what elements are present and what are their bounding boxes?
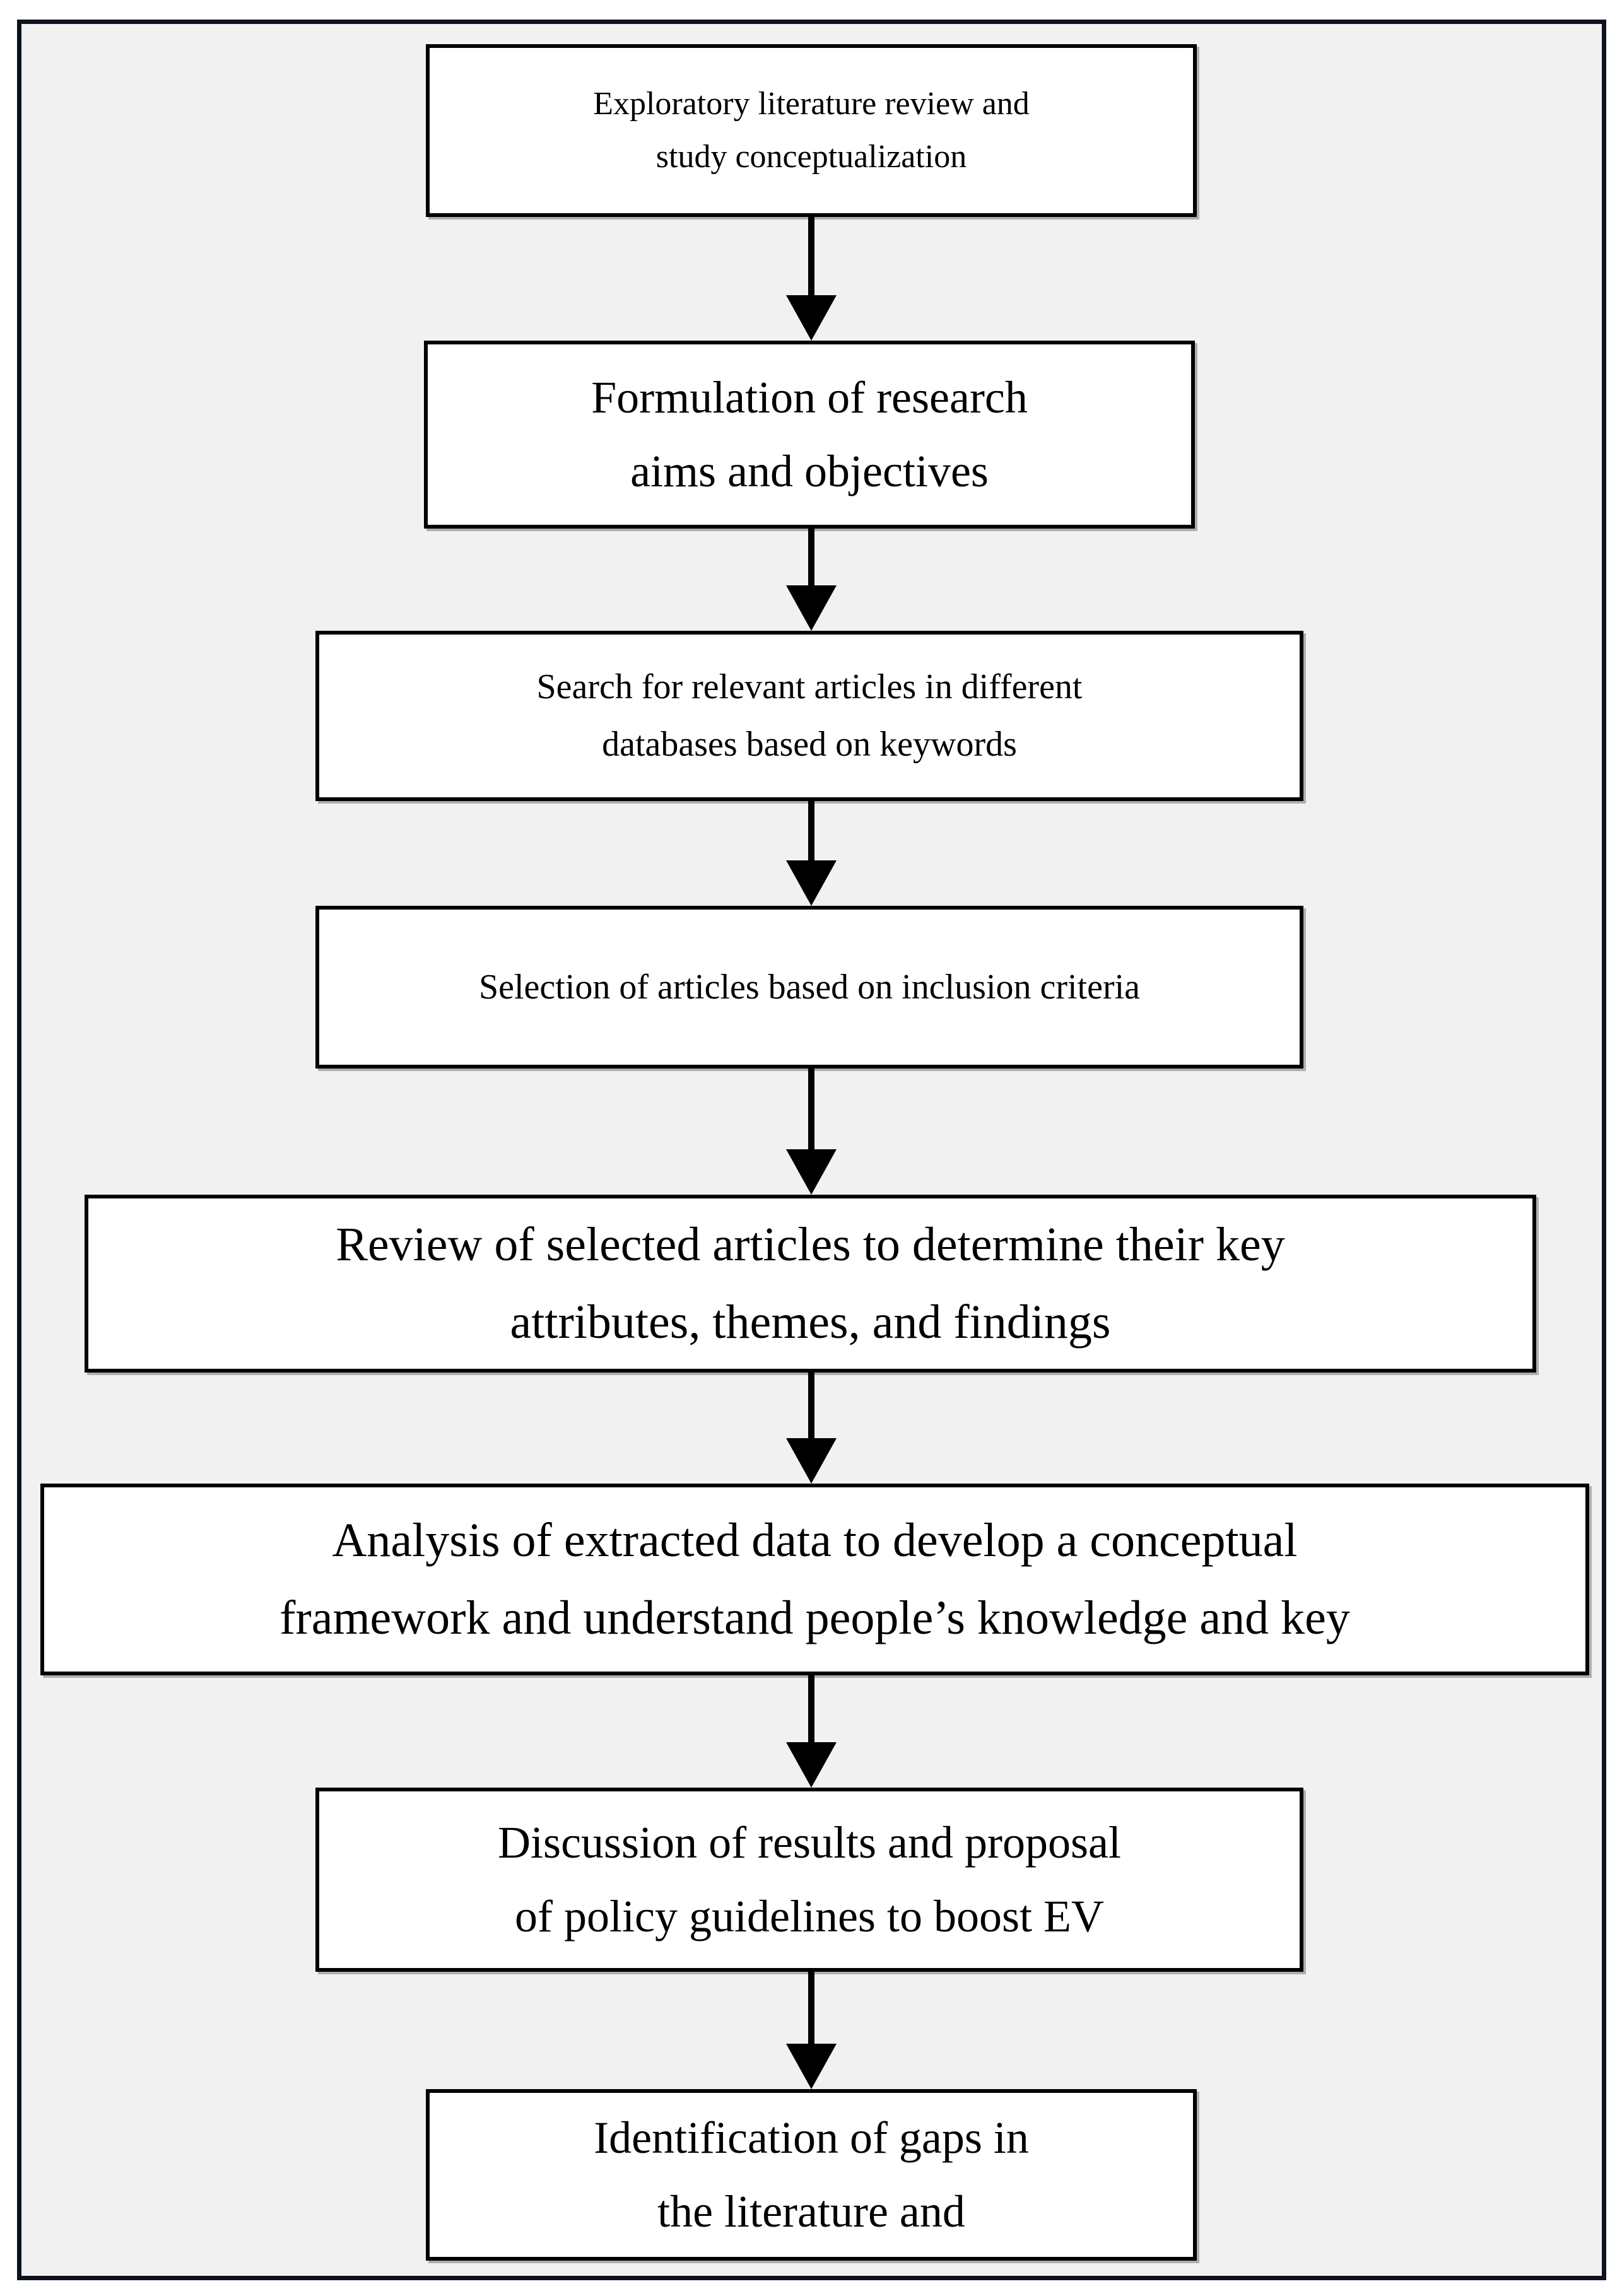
flow-node-search-relevant-articles[interactable]: Search for relevant articles in differen…	[315, 631, 1303, 801]
arrow-shaft	[808, 217, 814, 295]
flow-node-formulation-of-research-aims[interactable]: Formulation of research aims and objecti…	[424, 341, 1195, 529]
flowchart-frame: Exploratory literature review and study …	[17, 20, 1606, 2280]
flow-node-line-1: Discussion of results and proposal	[498, 1817, 1121, 1868]
flow-node-line-2: framework and understand people’s knowle…	[279, 1591, 1350, 1644]
flow-node-line-1: Formulation of research	[591, 372, 1028, 423]
flow-node-line-1: Selection of articles based on inclusion…	[478, 967, 1141, 1007]
flow-node-selection-inclusion-criteria[interactable]: Selection of articles based on inclusion…	[315, 906, 1303, 1069]
flow-node-identification-of-gaps[interactable]: Identification of gaps in the literature…	[426, 2089, 1197, 2261]
flow-node-review-selected-articles[interactable]: Review of selected articles to determine…	[85, 1195, 1536, 1373]
arrow-shaft	[808, 801, 814, 860]
arrow-shaft	[808, 1373, 814, 1438]
flow-node-line-2: attributes, themes, and findings	[510, 1296, 1111, 1349]
flow-node-line-2: databases based on keywords	[602, 725, 1017, 764]
arrow-head-icon	[786, 295, 837, 341]
arrow-head-icon	[786, 585, 837, 631]
arrow-shaft	[808, 1972, 814, 2044]
flow-node-line-1: Identification of gaps in	[594, 2112, 1029, 2164]
flow-node-line-1: Analysis of extracted data to develop a …	[332, 1513, 1298, 1567]
flow-node-line-2: the literature and	[657, 2186, 965, 2237]
arrow-head-icon	[786, 1149, 837, 1195]
flow-node-line-2: study conceptualization	[655, 139, 967, 175]
flow-node-discussion-policy-guidelines[interactable]: Discussion of results and proposal of po…	[315, 1788, 1303, 1972]
arrow-shaft	[808, 1675, 814, 1742]
flowchart-stage: Exploratory literature review and study …	[21, 24, 1602, 2276]
flow-node-line-2: of policy guidelines to boost EV	[515, 1891, 1104, 1942]
arrow-shaft	[808, 1069, 814, 1149]
flow-node-line-1: Review of selected articles to determine…	[336, 1217, 1285, 1271]
arrow-head-icon	[786, 2044, 837, 2089]
flow-node-line-2: aims and objectives	[630, 446, 989, 496]
arrow-head-icon	[786, 1742, 837, 1788]
flow-node-line-1: Exploratory literature review and	[593, 85, 1030, 122]
flow-node-line-1: Search for relevant articles in differen…	[536, 667, 1083, 707]
flow-node-exploratory-literature-review[interactable]: Exploratory literature review and study …	[426, 44, 1197, 217]
flow-node-analysis-conceptual-framework[interactable]: Analysis of extracted data to develop a …	[40, 1484, 1589, 1675]
arrow-shaft	[808, 529, 814, 585]
arrow-head-icon	[786, 860, 837, 906]
arrow-head-icon	[786, 1438, 837, 1484]
